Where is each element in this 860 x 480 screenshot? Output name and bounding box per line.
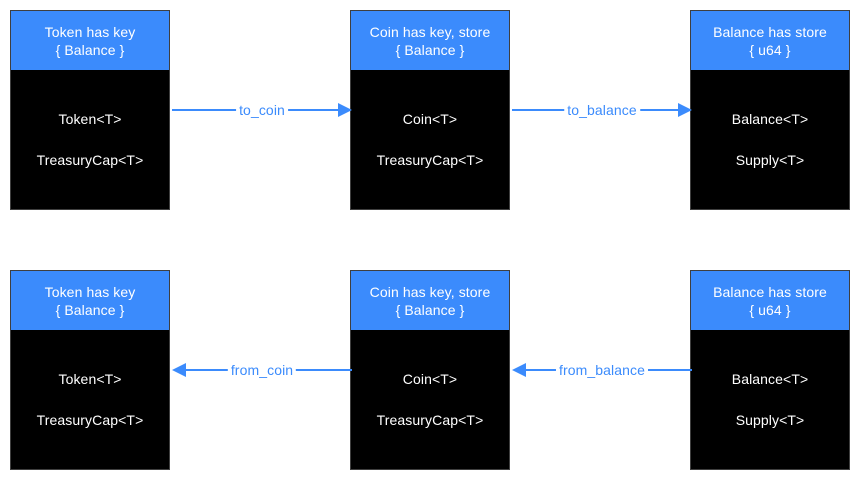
node-body-balance-top: Balance<T> Supply<T> [691, 70, 849, 209]
node-body-line2: TreasuryCap<T> [376, 152, 484, 168]
node-header-line1: Balance has store [713, 283, 827, 300]
node-header-line2: { Balance } [395, 41, 465, 58]
node-body-line1: Token<T> [58, 111, 122, 127]
node-header-line1: Balance has store [713, 23, 827, 40]
node-body-line1: Balance<T> [731, 371, 809, 387]
node-body-line2: TreasuryCap<T> [36, 412, 144, 428]
edge-label-to-balance: to_balance [564, 102, 640, 118]
edge-label-from-balance: from_balance [555, 362, 649, 378]
node-body-balance-bottom: Balance<T> Supply<T> [691, 330, 849, 469]
node-header-line1: Coin has key, store [369, 283, 491, 300]
node-body-line2: Supply<T> [735, 412, 805, 428]
edge-to-coin[interactable]: to_coin [172, 95, 352, 125]
node-body-token-bottom: Token<T> TreasuryCap<T> [11, 330, 169, 469]
node-body-line1: Coin<T> [402, 371, 458, 387]
node-header-balance-top: Balance has store { u64 } [691, 11, 849, 70]
node-header-line2: { Balance } [55, 41, 125, 58]
node-header-line2: { Balance } [395, 301, 465, 318]
node-header-token-top: Token has key { Balance } [11, 11, 169, 70]
node-balance-bottom[interactable]: Balance has store { u64 } Balance<T> Sup… [690, 270, 850, 470]
node-balance-top[interactable]: Balance has store { u64 } Balance<T> Sup… [690, 10, 850, 210]
node-body-line2: TreasuryCap<T> [376, 412, 484, 428]
node-body-coin-bottom: Coin<T> TreasuryCap<T> [351, 330, 509, 469]
node-body-line2: TreasuryCap<T> [36, 152, 144, 168]
node-header-token-bottom: Token has key { Balance } [11, 271, 169, 330]
node-header-line2: { u64 } [749, 41, 791, 58]
node-header-line2: { Balance } [55, 301, 125, 318]
node-body-coin-top: Coin<T> TreasuryCap<T> [351, 70, 509, 209]
edge-from-coin[interactable]: from_coin [172, 355, 352, 385]
edge-label-to-coin: to_coin [236, 102, 288, 118]
node-body-line1: Token<T> [58, 371, 122, 387]
edge-label-from-coin: from_coin [227, 362, 297, 378]
node-header-balance-bottom: Balance has store { u64 } [691, 271, 849, 330]
node-header-coin-top: Coin has key, store { Balance } [351, 11, 509, 70]
node-body-line1: Balance<T> [731, 111, 809, 127]
node-coin-bottom[interactable]: Coin has key, store { Balance } Coin<T> … [350, 270, 510, 470]
node-header-coin-bottom: Coin has key, store { Balance } [351, 271, 509, 330]
node-body-token-top: Token<T> TreasuryCap<T> [11, 70, 169, 209]
node-header-line1: Token has key [44, 283, 136, 300]
node-body-line2: Supply<T> [735, 152, 805, 168]
node-coin-top[interactable]: Coin has key, store { Balance } Coin<T> … [350, 10, 510, 210]
edge-from-balance[interactable]: from_balance [512, 355, 692, 385]
node-header-line1: Token has key [44, 23, 136, 40]
node-header-line1: Coin has key, store [369, 23, 491, 40]
node-token-top[interactable]: Token has key { Balance } Token<T> Treas… [10, 10, 170, 210]
node-token-bottom[interactable]: Token has key { Balance } Token<T> Treas… [10, 270, 170, 470]
node-body-line1: Coin<T> [402, 111, 458, 127]
node-header-line2: { u64 } [749, 301, 791, 318]
edge-to-balance[interactable]: to_balance [512, 95, 692, 125]
